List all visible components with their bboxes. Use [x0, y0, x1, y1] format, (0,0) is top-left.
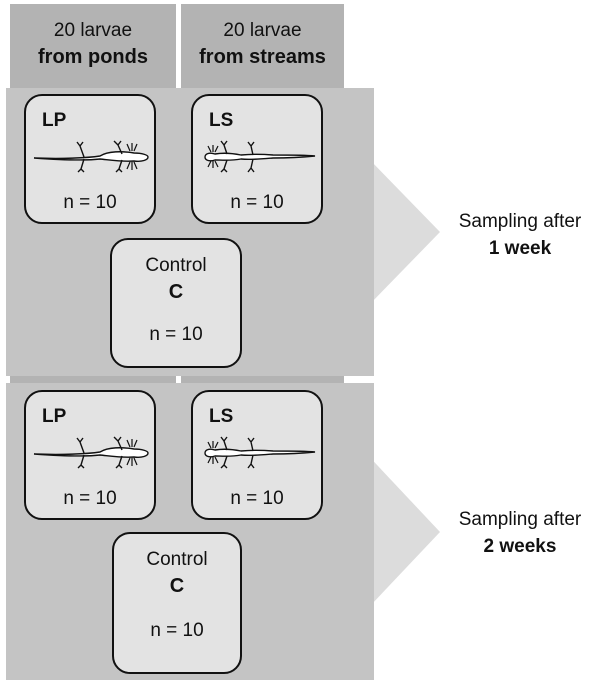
- pond-count: 20 larvae: [53, 20, 133, 41]
- pond-group-box: LP n = 10: [24, 94, 156, 224]
- sampling-time: 2 weeks: [483, 536, 557, 557]
- pond-larva-icon: [33, 140, 149, 173]
- pond-column-header: 20 larvae from ponds: [10, 4, 176, 84]
- control-box: Control C n = 10: [112, 532, 242, 674]
- stream-larva-icon: [204, 140, 316, 173]
- control-count: n = 10: [150, 620, 204, 641]
- pond-group-code: LP: [42, 406, 67, 427]
- stream-group-code: LS: [209, 406, 234, 427]
- stream-group-count: n = 10: [230, 488, 284, 509]
- pond-group-count: n = 10: [63, 192, 117, 213]
- control-code: C: [168, 281, 184, 303]
- stream-column-header: 20 larvae from streams: [181, 4, 344, 84]
- control-box: Control C n = 10: [110, 238, 242, 368]
- stream-group-count: n = 10: [230, 192, 284, 213]
- sampling-label-1: Sampling after 1 week: [440, 208, 600, 262]
- pond-larva-icon: [33, 436, 149, 469]
- stream-count: 20 larvae: [223, 20, 302, 41]
- control-code: C: [169, 575, 185, 597]
- stream-group-code: LS: [209, 110, 234, 131]
- stream-larva-icon: [204, 436, 316, 469]
- stream-group-box: LS n = 10: [191, 390, 323, 520]
- pond-group-box: LP n = 10: [24, 390, 156, 520]
- sampling-label-2: Sampling after 2 weeks: [440, 506, 600, 560]
- stream-source: from streams: [199, 46, 326, 68]
- control-title: Control: [145, 255, 207, 276]
- pond-source: from ponds: [38, 46, 148, 68]
- sampling-line: Sampling after: [458, 211, 582, 232]
- pond-group-count: n = 10: [63, 488, 117, 509]
- stream-group-box: LS n = 10: [191, 94, 323, 224]
- control-count: n = 10: [149, 324, 203, 345]
- sampling-time: 1 week: [488, 238, 552, 259]
- sampling-line: Sampling after: [458, 509, 582, 530]
- pond-group-code: LP: [42, 110, 67, 131]
- control-title: Control: [146, 549, 208, 570]
